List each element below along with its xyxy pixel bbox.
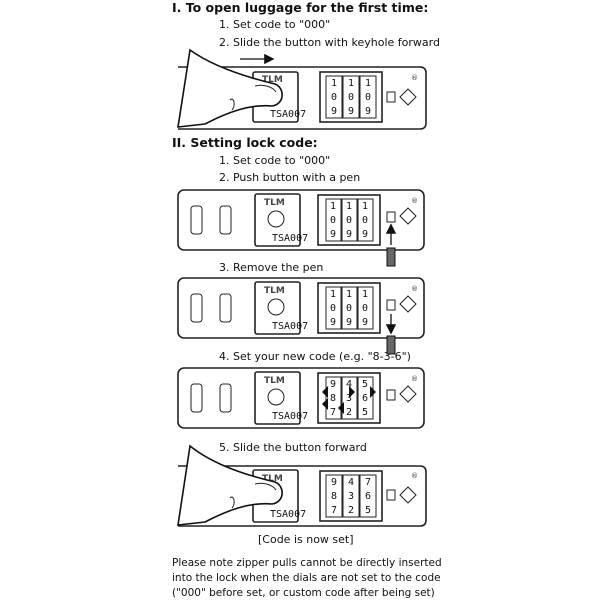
dial-digit: 2 xyxy=(348,505,354,516)
dial-digit: 9 xyxy=(330,317,336,328)
zipper-note: Please note zipper pulls cannot be direc… xyxy=(172,556,472,601)
dial-digit: 7 xyxy=(331,505,337,516)
dial-digit: 9 xyxy=(362,229,368,240)
model-label: TSA007 xyxy=(272,411,308,422)
lock-diagram-4: TLM TSA007 9 4 5 8 3 6 7 2 5 ® xyxy=(177,367,425,429)
brand-label: TLM xyxy=(264,286,285,296)
model-label: TSA007 xyxy=(272,321,308,332)
section-2-step-2: 2. Push button with a pen xyxy=(219,171,361,184)
section-2-step-5: 5. Slide the button forward xyxy=(219,441,367,454)
tsa-diamond-icon xyxy=(399,486,417,504)
note-line-3: ("000" before set, or custom code after … xyxy=(172,587,435,599)
section-2-step-1: 1. Set code to "000" xyxy=(219,154,331,167)
dial-digit: 1 xyxy=(331,78,337,89)
code-set-caption: [Code is now set] xyxy=(258,533,354,546)
registered-mark: ® xyxy=(411,375,418,383)
model-label: TSA007 xyxy=(270,109,306,120)
dial-digit: 0 xyxy=(365,92,371,103)
lock-diagram-1: TLM TSA007 1 1 1 0 0 0 9 9 9 ® xyxy=(177,48,427,130)
dial-digit: 1 xyxy=(346,289,352,300)
registered-mark: ® xyxy=(411,472,418,480)
dial-digit: 3 xyxy=(346,393,352,404)
model-label: TSA007 xyxy=(270,509,306,520)
dial-digit: 9 xyxy=(365,106,371,117)
dial-digit: 5 xyxy=(365,505,371,516)
tsa-diamond-icon xyxy=(399,88,417,106)
pen-icon xyxy=(386,335,396,355)
dial-digit: 8 xyxy=(331,491,337,502)
reset-button xyxy=(386,299,396,311)
pen-icon xyxy=(386,247,396,267)
lock-diagram-3: TLM TSA007 1 1 1 0 0 0 9 9 9 ® xyxy=(177,277,425,355)
dial-digit: 0 xyxy=(346,303,352,314)
dial-digit: 5 xyxy=(362,379,368,390)
brand-label: TLM xyxy=(262,75,283,85)
note-line-2: into the lock when the dials are not set… xyxy=(172,572,441,584)
model-label: TSA007 xyxy=(272,233,308,244)
dial-digit: 7 xyxy=(330,407,336,418)
brand-label: TLM xyxy=(262,474,283,484)
registered-mark: ® xyxy=(411,197,418,205)
dial-digit: 4 xyxy=(346,379,352,390)
lock-diagram-5: TLM TSA007 9 4 7 8 3 6 7 2 5 ® xyxy=(177,444,427,527)
dial-digit: 1 xyxy=(346,201,352,212)
dial-digit: 9 xyxy=(346,229,352,240)
dial-digit: 8 xyxy=(330,393,336,404)
rotate-arrows xyxy=(322,386,376,414)
dial-digit: 1 xyxy=(348,78,354,89)
dial-digit: 9 xyxy=(331,106,337,117)
dial-digit: 0 xyxy=(330,303,336,314)
lock-diagram-2: TLM TSA007 1 1 1 0 0 0 9 9 9 ® xyxy=(177,189,425,267)
dial-digit: 1 xyxy=(330,289,336,300)
dial-digit: 7 xyxy=(365,477,371,488)
reset-button xyxy=(386,91,396,103)
brand-label: TLM xyxy=(264,198,285,208)
dial-digit: 5 xyxy=(362,407,368,418)
brand-label: TLM xyxy=(264,376,285,386)
dial-digit: 0 xyxy=(330,215,336,226)
section-2-step-3: 3. Remove the pen xyxy=(219,261,324,274)
tsa-diamond-icon xyxy=(399,207,417,225)
dial-digit: 0 xyxy=(346,215,352,226)
section-1-step-1: 1. Set code to "000" xyxy=(219,18,331,31)
dial-digit: 0 xyxy=(348,92,354,103)
finger-icon xyxy=(177,48,283,128)
dial-digit: 0 xyxy=(362,215,368,226)
dial-digit: 3 xyxy=(348,491,354,502)
finger-icon xyxy=(177,444,283,526)
section-1-step-2: 2. Slide the button with keyhole forward xyxy=(219,36,440,49)
section-1-heading: I. To open luggage for the first time: xyxy=(172,0,429,15)
dial-digit: 1 xyxy=(330,201,336,212)
dial-digit: 6 xyxy=(365,491,371,502)
reset-button xyxy=(386,489,396,501)
tsa-diamond-icon xyxy=(399,385,417,403)
dial-digit: 1 xyxy=(365,78,371,89)
note-line-1: Please note zipper pulls cannot be direc… xyxy=(172,557,442,569)
reset-button xyxy=(386,389,396,401)
dial-digit: 9 xyxy=(362,317,368,328)
dial-digit: 9 xyxy=(330,379,336,390)
dial-digit: 6 xyxy=(362,393,368,404)
tsa-diamond-icon xyxy=(399,295,417,313)
dial-digit: 1 xyxy=(362,201,368,212)
reset-button xyxy=(386,211,396,223)
dial-digit: 9 xyxy=(331,477,337,488)
dial-digit: 0 xyxy=(362,303,368,314)
dial-digit: 9 xyxy=(330,229,336,240)
code-dials: 1 1 1 0 0 0 9 9 9 xyxy=(319,71,383,123)
registered-mark: ® xyxy=(411,74,418,82)
dial-digit: 2 xyxy=(346,407,352,418)
section-2-heading: II. Setting lock code: xyxy=(172,135,318,150)
dial-digit: 4 xyxy=(348,477,354,488)
dial-digit: 9 xyxy=(348,106,354,117)
section-2-step-4: 4. Set your new code (e.g. "8-3-6") xyxy=(219,350,411,363)
registered-mark: ® xyxy=(411,285,418,293)
dial-digit: 1 xyxy=(362,289,368,300)
dial-digit: 0 xyxy=(331,92,337,103)
dial-digit: 9 xyxy=(346,317,352,328)
